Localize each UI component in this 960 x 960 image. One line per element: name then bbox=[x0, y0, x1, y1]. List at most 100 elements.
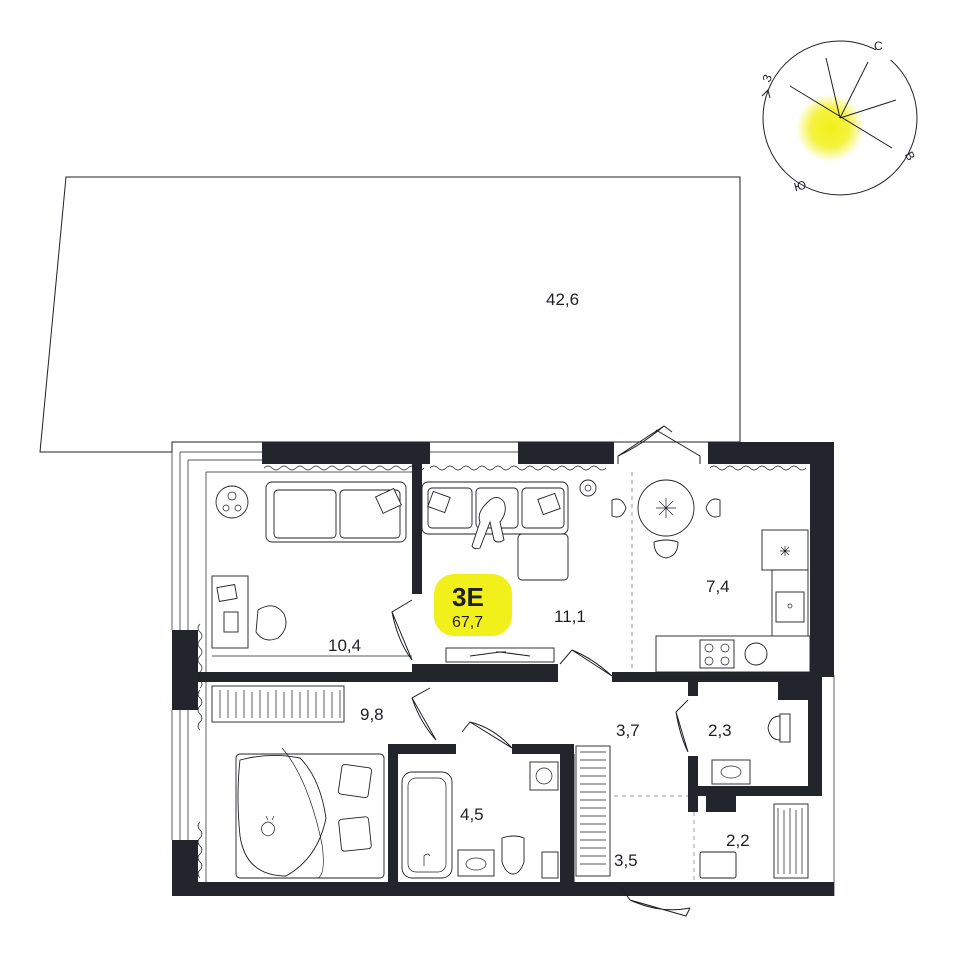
curtain-living bbox=[263, 465, 425, 471]
corridor: 3,7 3,5 bbox=[575, 721, 640, 877]
wall-right bbox=[810, 442, 834, 677]
wall-wc-notch bbox=[778, 682, 808, 700]
wall-living-bedroom bbox=[198, 672, 424, 682]
burner-3 bbox=[704, 656, 714, 666]
desk-laptop bbox=[223, 611, 239, 633]
washing-machine bbox=[529, 761, 559, 791]
bathroom: 4,5 bbox=[401, 761, 559, 879]
wall-wc-bottom bbox=[688, 786, 822, 796]
compass-ray-1 bbox=[825, 57, 841, 119]
bedroom-area: 9,8 bbox=[360, 705, 384, 724]
compass-north: С bbox=[874, 39, 883, 53]
wall-wc-left bbox=[688, 756, 698, 786]
bathtub bbox=[401, 771, 453, 879]
glazing-top-mid bbox=[430, 441, 518, 453]
side-table-item-2 bbox=[222, 504, 230, 512]
living-room: 10,4 bbox=[211, 481, 412, 657]
compass-arrow-icon bbox=[761, 89, 771, 99]
fridge-snow-icon bbox=[780, 546, 790, 556]
wall-top-1 bbox=[262, 442, 430, 464]
bedroom: 9,8 bbox=[211, 685, 385, 879]
wall-storage-left bbox=[688, 796, 698, 812]
corridor-wardrobe bbox=[575, 745, 611, 877]
side-table-item-3 bbox=[234, 504, 242, 512]
sink bbox=[775, 591, 805, 623]
storage-box bbox=[699, 851, 737, 879]
blanket-fold bbox=[281, 747, 324, 879]
curtain-left-3 bbox=[197, 821, 203, 879]
curtain-kitchen bbox=[709, 465, 807, 471]
terrace-outline bbox=[39, 176, 741, 453]
compass-ray-3 bbox=[839, 99, 897, 119]
door-bedroom-icon bbox=[411, 687, 437, 741]
wc-sink bbox=[711, 759, 751, 785]
door-living-icon bbox=[391, 599, 413, 661]
curtain-left-2 bbox=[197, 689, 203, 731]
person-icon bbox=[471, 497, 506, 550]
cat-icon bbox=[261, 815, 275, 837]
storage-hangers bbox=[777, 808, 803, 874]
wall-top-3 bbox=[708, 442, 834, 464]
wall-bottom bbox=[172, 882, 834, 896]
wall-left-pier-1 bbox=[172, 630, 198, 710]
unit-total-area: 67,7 bbox=[452, 614, 483, 631]
blanket-icon bbox=[237, 755, 327, 877]
pillow-1 bbox=[337, 763, 373, 799]
partitions bbox=[205, 471, 695, 882]
glazing-top bbox=[172, 441, 262, 461]
doors bbox=[391, 425, 701, 917]
pillow-2 bbox=[338, 816, 372, 852]
compass-ring bbox=[762, 40, 918, 196]
wall-right-lower bbox=[808, 682, 822, 796]
bath-sink-bowl bbox=[465, 857, 487, 871]
compass-ray-2 bbox=[839, 61, 869, 119]
compass-sun bbox=[796, 94, 864, 162]
curtains bbox=[197, 465, 807, 879]
wc: 2,3 bbox=[708, 713, 791, 785]
wardrobe-hangers bbox=[219, 690, 341, 718]
lamp-icon bbox=[579, 479, 597, 497]
storage: 2,2 bbox=[699, 803, 809, 879]
hall-living: 11,1 bbox=[421, 479, 597, 663]
wall-bath-top-1 bbox=[388, 744, 456, 754]
terrace-area: 42,6 bbox=[546, 290, 579, 309]
bath-shelf bbox=[541, 851, 559, 879]
door-entrance-icon bbox=[619, 885, 691, 917]
wc-tank bbox=[779, 713, 791, 743]
compass-south: Ю bbox=[792, 178, 807, 195]
unit-code: 3Е bbox=[452, 582, 484, 612]
wall-top-2 bbox=[518, 442, 614, 464]
wall-bath-right bbox=[560, 744, 574, 882]
stove bbox=[699, 639, 735, 669]
wall-living-hall bbox=[412, 464, 422, 594]
wall-hall-bottom bbox=[412, 664, 558, 682]
unit-badge: 3Е 67,7 bbox=[434, 574, 512, 636]
glazing-left-lower bbox=[171, 710, 189, 840]
storage-area: 2,2 bbox=[726, 831, 750, 850]
wc-area: 2,3 bbox=[708, 721, 732, 740]
corner-sofa-cushion-2-icon bbox=[537, 492, 561, 516]
bathroom-area: 4,5 bbox=[460, 805, 484, 824]
hall-living-area: 11,1 bbox=[554, 607, 586, 626]
corner-sofa-ext bbox=[517, 533, 569, 581]
desk-book bbox=[216, 584, 238, 602]
toilet-icon bbox=[501, 835, 525, 875]
compass: С В Ю З bbox=[759, 39, 918, 196]
door-terrace-icon bbox=[617, 425, 673, 464]
burner-1 bbox=[704, 643, 714, 653]
kitchen: 7,4 bbox=[611, 479, 811, 673]
door-terrace-2-icon bbox=[655, 429, 701, 464]
corridor-hangers bbox=[580, 751, 606, 865]
dining-plant-icon bbox=[656, 498, 676, 518]
curtain-left-1 bbox=[197, 623, 203, 689]
curtain-hall bbox=[429, 465, 607, 471]
glazing-left-upper bbox=[171, 442, 189, 630]
burner-4 bbox=[720, 656, 730, 666]
wall-storage-notch bbox=[706, 796, 736, 812]
wardrobe bbox=[211, 685, 345, 723]
door-hall-icon bbox=[559, 649, 613, 677]
tap-icon bbox=[423, 853, 431, 866]
burner-2 bbox=[720, 643, 730, 653]
terrace: 42,6 bbox=[39, 176, 741, 453]
